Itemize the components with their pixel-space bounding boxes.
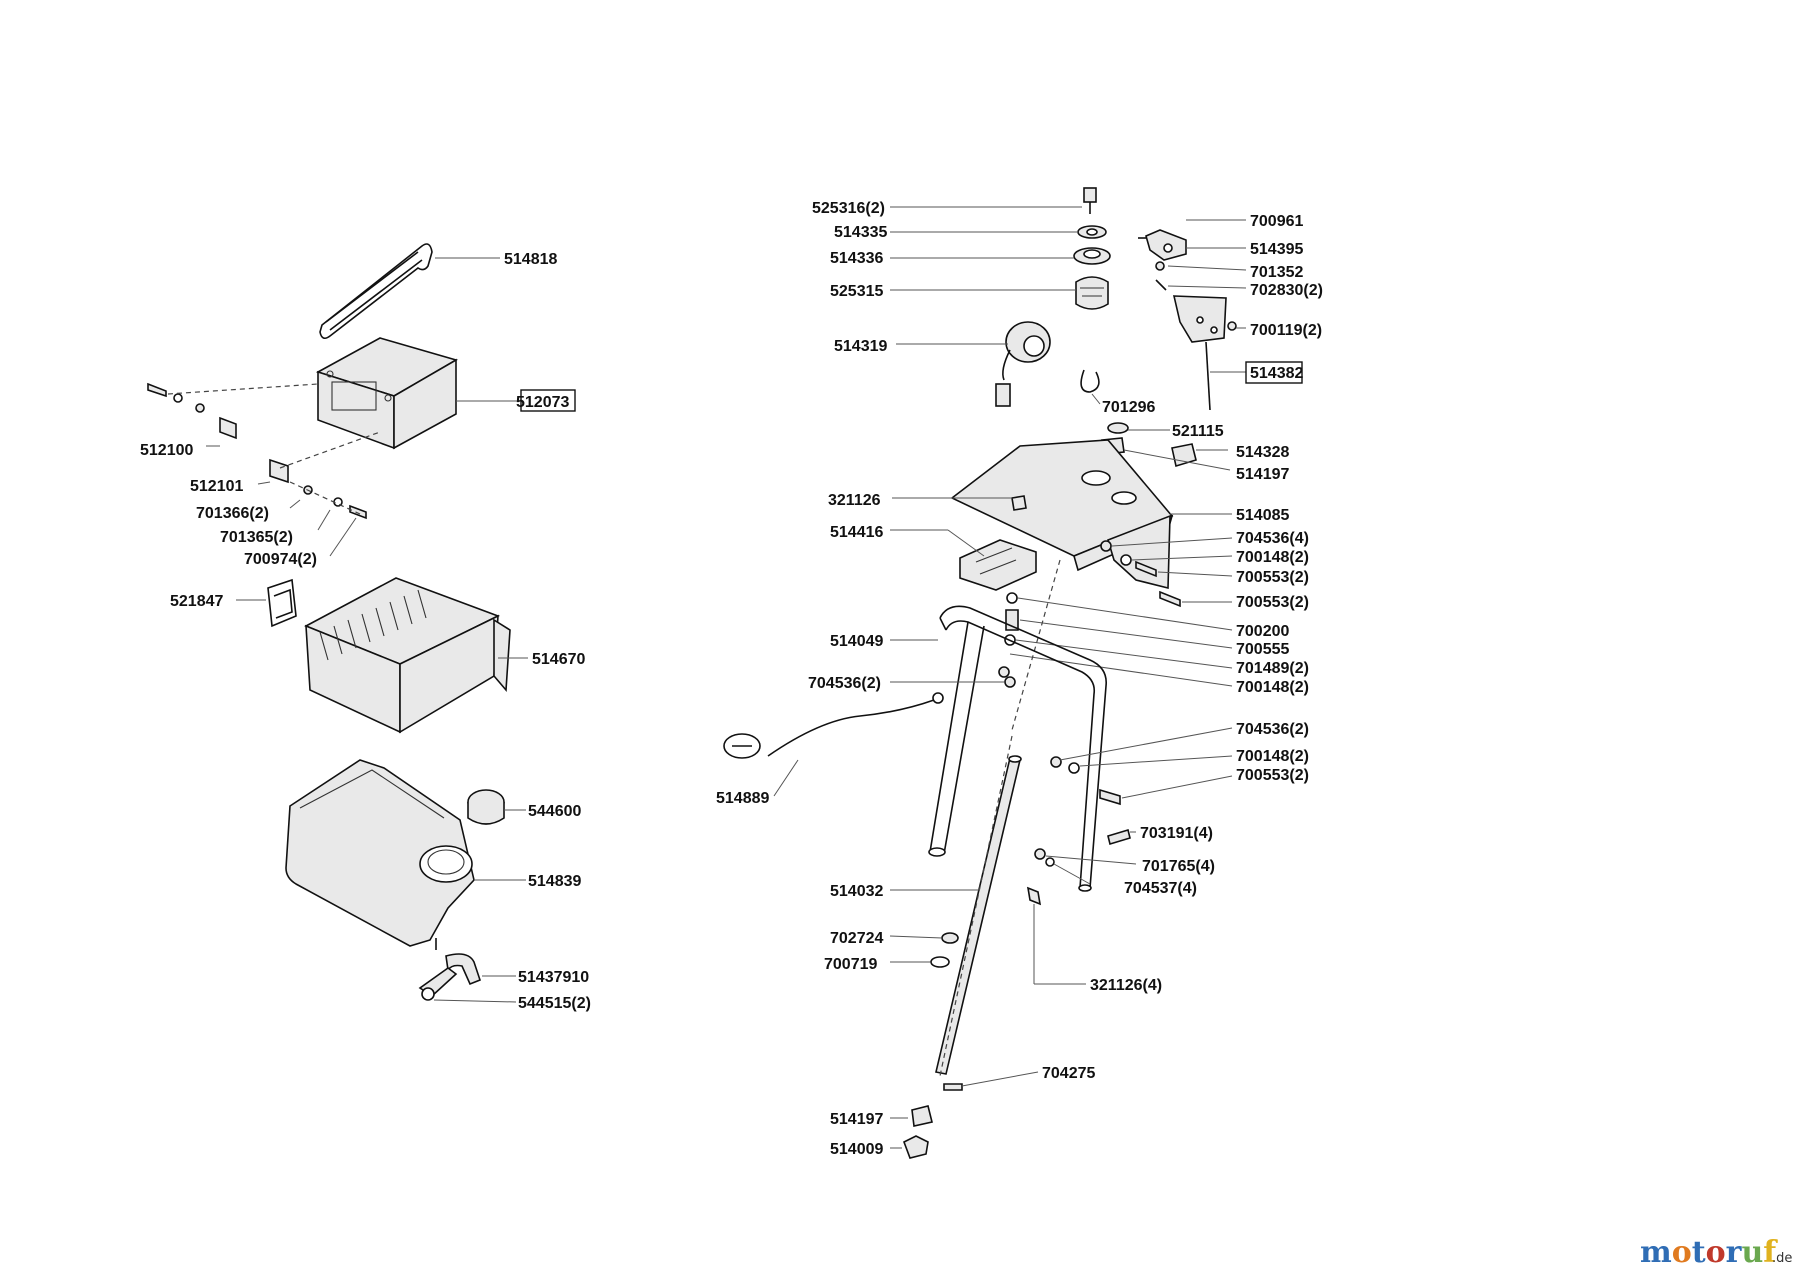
knob-drawing (890, 1105, 933, 1159)
battery-terminal-hardware (147, 382, 381, 557)
label-704275: 704275 (1042, 1065, 1095, 1082)
label-514335: 514335 (834, 224, 887, 241)
label-514009: 514009 (830, 1141, 883, 1158)
label-514049: 514049 (830, 633, 883, 650)
label-514818: 514818 (504, 251, 557, 268)
label-544600: 544600 (528, 803, 581, 820)
label-512100: 512100 (140, 442, 193, 459)
label-700961: 700961 (1250, 213, 1303, 230)
label-514839: 514839 (528, 873, 581, 890)
fuel-hose-drawing (418, 938, 517, 1003)
label-703191: 703191(4) (1140, 825, 1213, 842)
label-700148-a: 700148(2) (1236, 549, 1309, 566)
label-514197-a: 514197 (1236, 466, 1289, 483)
label-514336: 514336 (830, 250, 883, 267)
label-701296: 701296 (1102, 399, 1155, 416)
label-700148-b: 700148(2) (1236, 679, 1309, 696)
battery-drawing (315, 337, 520, 450)
label-box-514382 (1245, 361, 1303, 384)
label-514085: 514085 (1236, 507, 1289, 524)
label-512073: 512073 (516, 394, 569, 411)
label-704536-4: 704536(4) (1236, 530, 1309, 547)
label-700553-a: 700553(2) (1236, 569, 1309, 586)
label-702830: 702830(2) (1250, 282, 1323, 299)
label-521115: 521115 (1172, 423, 1224, 440)
battery-strap-drawing (319, 243, 500, 340)
motoruf-logo: motoruf .de (1640, 1235, 1792, 1270)
label-702724: 702724 (830, 930, 883, 947)
label-701489: 701489(2) (1236, 660, 1309, 677)
tube-clip-drawing (1026, 886, 1086, 985)
shaft-washers (889, 932, 959, 968)
label-701365: 701365(2) (220, 529, 293, 546)
label-321126-a: 321126 (828, 492, 881, 509)
label-525315: 525315 (830, 283, 883, 300)
throttle-bracket-drawing (1138, 219, 1247, 411)
battery-tray-drawing (304, 577, 528, 734)
label-700553-c: 700553(2) (1236, 767, 1309, 784)
panel-fasteners (1100, 537, 1233, 608)
label-514197-b: 514197 (830, 1111, 883, 1128)
label-704536-2b: 704536(2) (1236, 721, 1309, 738)
label-51437910: 51437910 (518, 969, 589, 986)
label-701352: 701352 (1250, 264, 1303, 281)
label-514416: 514416 (830, 524, 883, 541)
ground-cable-drawing (723, 692, 944, 797)
label-514328: 514328 (1236, 444, 1289, 461)
label-521847: 521847 (170, 593, 223, 610)
label-704537: 704537(4) (1124, 880, 1197, 897)
label-525316: 525316(2) (812, 200, 885, 217)
buzzer-drawing (896, 321, 1101, 407)
mounting-bracket-drawing (890, 529, 1037, 591)
part-number-labels: 514818 512073 512100 512101 701366(2) 70… (140, 200, 1323, 1158)
label-700719: 700719 (824, 956, 877, 973)
label-700974: 700974(2) (244, 551, 317, 568)
fuel-cap-drawing (467, 789, 526, 825)
pin-drawing (943, 1071, 1039, 1091)
handle-frame-drawing (890, 605, 1107, 892)
label-514319: 514319 (834, 338, 887, 355)
label-700148-c: 700148(2) (1236, 748, 1309, 765)
label-514670: 514670 (532, 651, 585, 668)
label-700119: 700119(2) (1250, 322, 1322, 339)
ignition-switch-drawing (890, 187, 1111, 310)
label-700200: 700200 (1236, 623, 1289, 640)
fuel-tank-drawing (285, 759, 526, 947)
logo-text: motoruf (1640, 1235, 1778, 1270)
label-701765: 701765(4) (1142, 858, 1215, 875)
clip-drawing (236, 578, 297, 628)
label-512101: 512101 (190, 478, 243, 495)
nut-drawing (890, 676, 1016, 688)
handle-fasteners (998, 559, 1233, 731)
label-700553-b: 700553(2) (1236, 594, 1309, 611)
label-701366: 701366(2) (196, 505, 269, 522)
label-321126-4: 321126(4) (1090, 977, 1162, 994)
label-box-512073 (520, 389, 576, 412)
label-514395: 514395 (1250, 241, 1303, 258)
label-514889: 514889 (716, 790, 769, 807)
logo-suffix: .de (1772, 1251, 1792, 1266)
label-704536-2a: 704536(2) (808, 675, 881, 692)
label-700555: 700555 (1236, 641, 1289, 658)
label-514382: 514382 (1250, 365, 1303, 382)
shaft-drawing (890, 735, 1022, 1077)
handle-bolts-right (1034, 727, 1233, 885)
label-514032: 514032 (830, 883, 883, 900)
label-544515: 544515(2) (518, 995, 591, 1012)
